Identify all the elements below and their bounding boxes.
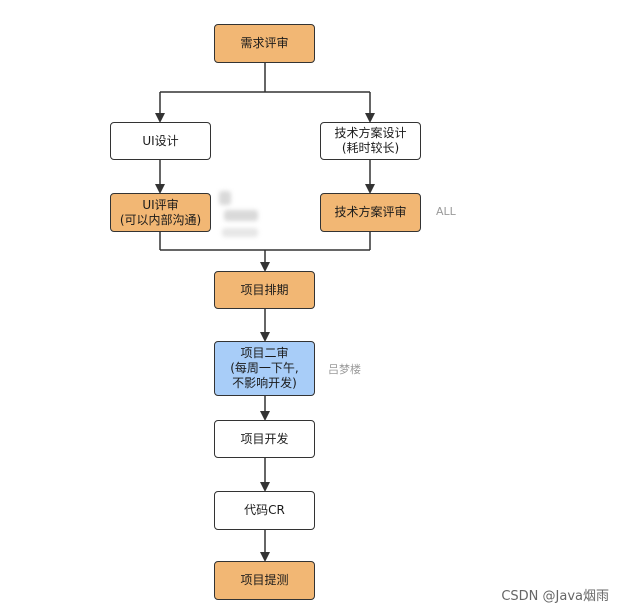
node-tech-design: 技术方案设计 (耗时较长): [320, 122, 421, 160]
node-testing: 项目提测: [214, 561, 315, 600]
node-label-line1: UI评审: [142, 197, 179, 212]
node-label: 项目提测: [240, 573, 289, 587]
node-label: 技术方案评审: [334, 205, 407, 219]
node-development: 项目开发: [214, 420, 315, 458]
node-requirements-review: 需求评审: [214, 24, 315, 63]
node-label: 项目开发: [240, 431, 289, 446]
watermark: CSDN @Java烟雨: [501, 589, 609, 604]
redacted-note: [224, 210, 258, 221]
node-ui-design: UI设计: [110, 122, 211, 160]
node-ui-review: UI评审 (可以内部沟通): [110, 193, 211, 232]
node-label-line1: 技术方案设计: [334, 126, 407, 140]
node-label: 需求评审: [240, 36, 289, 50]
node-code-review: 代码CR: [214, 491, 315, 530]
node-tech-review: 技术方案评审: [320, 193, 421, 232]
node-label: 代码CR: [244, 503, 285, 517]
node-label: 项目排期: [240, 282, 289, 297]
node-label-line3: 不影响开发): [232, 376, 297, 390]
redacted-note: [219, 191, 231, 205]
node-label: UI设计: [142, 133, 179, 148]
node-label-line1: 项目二审: [240, 346, 289, 360]
tech-review-note: ALL: [436, 205, 456, 218]
node-label-line2: (耗时较长): [341, 141, 400, 155]
second-review-note: 吕梦楼: [328, 363, 361, 376]
node-scheduling: 项目排期: [214, 271, 315, 309]
node-second-review: 项目二审 (每周一下午, 不影响开发): [214, 341, 315, 396]
redacted-note: [222, 228, 258, 237]
node-label-line2: (可以内部沟通): [119, 212, 202, 227]
node-label-line2: (每周一下午,: [230, 361, 299, 375]
